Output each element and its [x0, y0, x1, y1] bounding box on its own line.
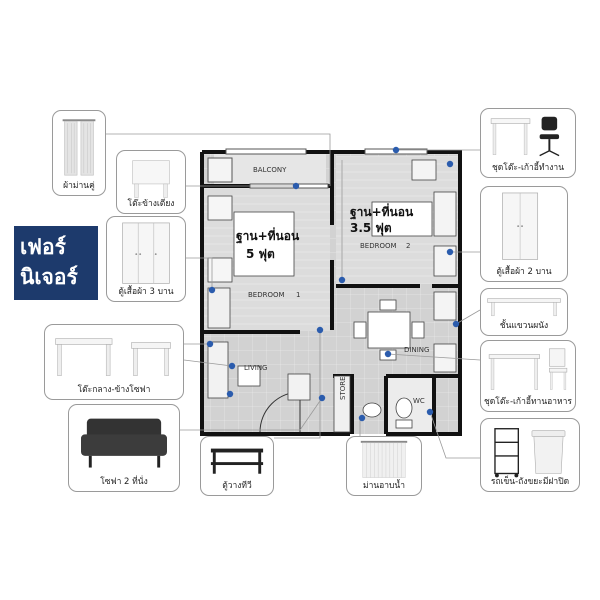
- trolley-bin-icon: [494, 428, 566, 478]
- trolley-bin-label: รถเข็น-ถังขยะมีฝาปิด: [490, 477, 570, 487]
- card-dining-set[interactable]: ชุดโต๊ะ-เก้าอี้ทานอาหาร: [480, 340, 576, 412]
- wardrobe2-label: ตู้เสื้อผ้า 2 บาน: [496, 267, 552, 277]
- card-wardrobe3[interactable]: ตู้เสื้อผ้า 3 บาน: [106, 216, 186, 302]
- living-furniture: [207, 341, 311, 401]
- balcony-floor: [214, 154, 326, 184]
- bedside-label: โต๊ะข้างเตียง: [127, 199, 175, 209]
- curtain-icon: [62, 119, 96, 176]
- bedside-table-icon: [132, 160, 170, 198]
- card-tv-stand[interactable]: ตู้วางทีวี: [200, 436, 274, 496]
- shower-curtain-icon: [360, 440, 408, 478]
- bedroom2-number: 2: [406, 242, 410, 250]
- dining-label: DINING: [404, 346, 429, 354]
- wardrobe-2-door-icon: [502, 192, 539, 260]
- store-label: STORE: [339, 376, 347, 400]
- coffee-table-icon: [55, 338, 171, 376]
- bed2-text-line2: 3.5 ฟุต: [350, 221, 392, 236]
- connector-dots: [206, 146, 460, 422]
- desk-chair-icon: [490, 116, 560, 157]
- connector-lines: [106, 133, 481, 459]
- title-line1: เฟอร์: [20, 235, 66, 259]
- curtain-label: ผ้าม่านคู่: [63, 181, 95, 191]
- bedroom1-number: 1: [296, 291, 300, 299]
- bed1-text-line2: 5 ฟุต: [246, 247, 275, 262]
- tv-stand-label: ตู้วางทีวี: [222, 481, 252, 491]
- balcony-sink: [207, 157, 233, 183]
- title-box: เฟอร์ นิเจอร์: [14, 226, 98, 300]
- shower-curtain-label: ม่านอาบน้ำ: [362, 481, 406, 491]
- sofa-label: โซฟา 2 ที่นั่ง: [100, 477, 148, 487]
- bed1-text-line1: ฐาน+ที่นอน: [236, 227, 300, 244]
- card-shower-curtain[interactable]: ม่านอาบน้ำ: [346, 436, 422, 496]
- tv-stand-icon: [210, 448, 264, 474]
- card-bedside[interactable]: โต๊ะข้างเตียง: [116, 150, 186, 214]
- sofa-icon: [81, 418, 167, 468]
- title-line2: นิเจอร์: [20, 265, 78, 289]
- card-coffee-table[interactable]: โต๊ะกลาง-ข้างโซฟา: [44, 324, 184, 400]
- dining-set-icon: [488, 348, 568, 390]
- wardrobe3-label: ตู้เสื้อผ้า 3 บาน: [118, 287, 174, 297]
- bed2-text-line1: ฐาน+ที่นอน: [350, 203, 414, 220]
- coffee-table-label: โต๊ะกลาง-ข้างโซฟา: [77, 385, 151, 395]
- dining-furniture: [353, 291, 457, 373]
- store-area: [333, 375, 351, 433]
- wardrobe-3-door-icon: [122, 222, 170, 284]
- bedroom2-label: BEDROOM: [360, 242, 397, 250]
- bedroom1-label: BEDROOM: [248, 291, 285, 299]
- card-curtain[interactable]: ผ้าม่านคู่: [52, 110, 106, 196]
- card-wall-shelf[interactable]: ชั้นแขวนผนัง: [480, 288, 568, 336]
- card-trolley-bin[interactable]: รถเข็น-ถังขยะมีฝาปิด: [480, 418, 580, 492]
- balcony-label: BALCONY: [253, 166, 287, 174]
- wc-label: WC: [413, 397, 425, 405]
- wall-shelf-label: ชั้นแขวนผนัง: [499, 321, 549, 331]
- desk-chair-label: ชุดโต๊ะ-เก้าอี้ทำงาน: [491, 163, 565, 173]
- card-wardrobe2[interactable]: ตู้เสื้อผ้า 2 บาน: [480, 186, 568, 282]
- living-label: LIVING: [244, 364, 267, 372]
- wc-fixtures: [362, 397, 413, 429]
- dining-set-label: ชุดโต๊ะ-เก้าอี้ทานอาหาร: [484, 397, 572, 407]
- bedroom2-furniture: [371, 159, 457, 277]
- wall-shelf-icon: [487, 298, 561, 317]
- bedroom1-furniture: [207, 195, 295, 329]
- card-sofa[interactable]: โซฟา 2 ที่นั่ง: [68, 404, 180, 492]
- card-desk-chair[interactable]: ชุดโต๊ะ-เก้าอี้ทำงาน: [480, 108, 576, 178]
